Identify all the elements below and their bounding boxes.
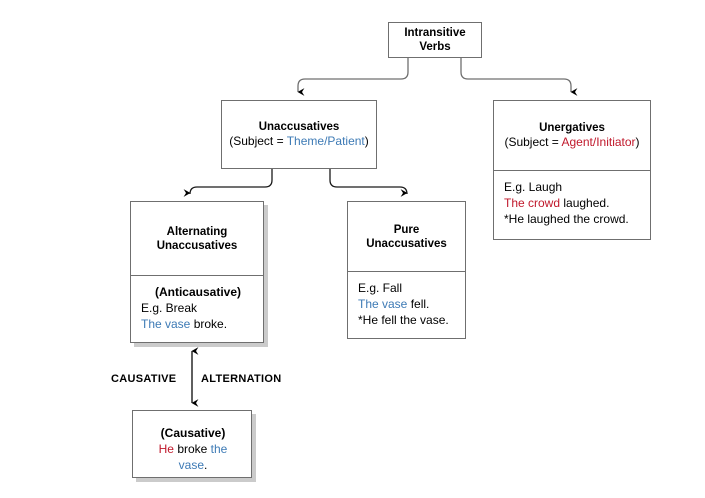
node-causative-body: (Causative) He broke the vase.	[133, 411, 251, 479]
unaccusatives-subject-prefix: (Subject =	[229, 134, 287, 148]
pure-sentence: The vase fell.	[358, 296, 457, 312]
alternating-sentence-rest: broke.	[190, 317, 228, 331]
causative-sentence: He broke the vase.	[143, 441, 243, 473]
unergatives-subject-role: Agent/Initiator	[561, 135, 636, 149]
node-pure-unaccusatives-head: Pure Unaccusatives	[348, 202, 465, 272]
connector-root-to-unaccusatives	[297, 57, 409, 96]
node-unergatives: Unergatives (Subject = Agent/Initiator) …	[493, 100, 651, 240]
node-unergatives-head: Unergatives (Subject = Agent/Initiator)	[494, 101, 650, 171]
unaccusatives-subject-line: (Subject = Theme/Patient)	[229, 134, 369, 149]
alternating-title-line1: Alternating	[166, 225, 228, 238]
intransitive-verbs-line2: Verbs	[419, 41, 451, 53]
node-unaccusatives: Unaccusatives (Subject = Theme/Patient)	[221, 100, 377, 169]
causative-alternation-word1: CAUSATIVE	[111, 373, 177, 385]
intransitive-verbs-line1: Intransitive	[404, 27, 466, 39]
pure-sentence-rest: fell.	[407, 297, 430, 311]
node-alternating-unaccusatives-body: (Anticausative) E.g. Break The vase brok…	[131, 276, 263, 338]
unaccusatives-subject-role: Theme/Patient	[286, 134, 365, 148]
pure-example-label: E.g. Fall	[358, 281, 403, 295]
connector-root-to-unergatives	[460, 57, 578, 96]
unaccusatives-title: Unaccusatives	[258, 121, 340, 133]
unergatives-subject-line: (Subject = Agent/Initiator)	[504, 135, 639, 150]
unergatives-title: Unergatives	[539, 122, 605, 134]
pure-title-line2: Unaccusatives	[366, 237, 447, 250]
causative-label: (Causative)	[160, 426, 226, 440]
connector-unaccusatives-to-pure	[329, 168, 408, 197]
causative-sentence-end: .	[204, 458, 208, 472]
node-unaccusatives-head: Unaccusatives (Subject = Theme/Patient)	[222, 101, 376, 168]
node-intransitive-verbs-head: Intransitive Verbs	[389, 23, 481, 57]
node-causative: (Causative) He broke the vase.	[132, 410, 252, 478]
alternating-sentence-subject: The vase	[141, 317, 191, 331]
alternating-title-line2: Unaccusatives	[156, 239, 238, 252]
alternating-example-label: E.g. Break	[141, 301, 198, 315]
pure-title-line1: Pure	[393, 223, 420, 236]
unergatives-grammatical-subject: The crowd	[504, 196, 561, 210]
unergatives-subject-prefix: (Subject =	[504, 135, 562, 149]
unergatives-example-label: E.g. Laugh	[504, 180, 563, 194]
causative-sentence-object: the vase	[178, 442, 228, 472]
alternating-sentence: The vase broke.	[141, 316, 255, 332]
unergatives-grammatical-rest: laughed.	[560, 196, 610, 210]
node-intransitive-verbs: Intransitive Verbs	[388, 22, 482, 58]
unergatives-subject-suffix: )	[635, 135, 640, 149]
unergatives-grammatical-sentence: The crowd laughed.	[504, 195, 642, 211]
causative-sentence-verb: broke	[173, 442, 211, 456]
pure-ungrammatical-sentence: *He fell the vase.	[358, 313, 449, 327]
unaccusatives-subject-suffix: )	[364, 134, 369, 148]
pure-sentence-subject: The vase	[358, 297, 408, 311]
causative-sentence-subject: He	[158, 442, 174, 456]
node-alternating-unaccusatives-head: Alternating Unaccusatives	[131, 202, 263, 276]
node-alternating-unaccusatives: Alternating Unaccusatives (Anticausative…	[130, 201, 264, 343]
connector-unaccusatives-to-alternating	[183, 168, 273, 197]
alternating-label: (Anticausative)	[154, 285, 242, 299]
node-unergatives-body: E.g. Laugh The crowd laughed. *He laughe…	[494, 171, 650, 233]
causative-alternation-word2: ALTERNATION	[201, 373, 282, 385]
node-pure-unaccusatives: Pure Unaccusatives E.g. Fall The vase fe…	[347, 201, 466, 339]
node-pure-unaccusatives-body: E.g. Fall The vase fell. *He fell the va…	[348, 272, 465, 334]
unergatives-ungrammatical-sentence: *He laughed the crowd.	[504, 212, 629, 226]
